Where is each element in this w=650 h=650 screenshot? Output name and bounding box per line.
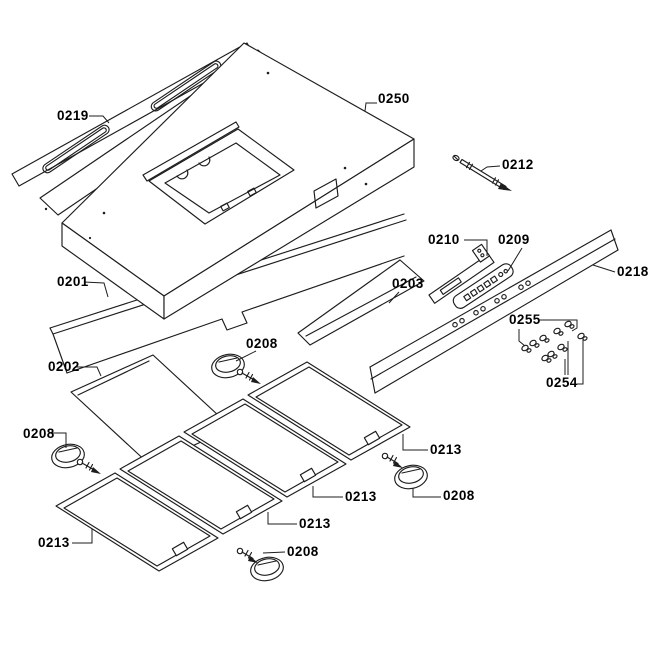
leader-line-0208 (51, 432, 67, 448)
part-label-0213-18: 0213 (38, 535, 70, 550)
part-label-0213-17: 0213 (299, 516, 331, 531)
part-label-0255-9: 0255 (509, 312, 541, 327)
strip-holes (452, 280, 531, 328)
leader-line-0255 (518, 329, 526, 347)
chimney-cutout (142, 121, 295, 225)
leader-line-0213 (72, 529, 93, 544)
part-label-0209-4: 0209 (498, 232, 530, 247)
part-label-0203-7: 0203 (392, 276, 424, 291)
part-label-0218-5: 0218 (617, 264, 649, 279)
baffle-panel-0202 (70, 354, 233, 466)
part-label-0254-10: 0254 (546, 375, 578, 390)
filter-knob (236, 547, 284, 582)
filter-knob (381, 452, 428, 490)
part-label-0213-16: 0213 (345, 489, 377, 504)
filter-frame (119, 435, 283, 535)
trim-strip-0218 (369, 229, 619, 394)
leader-line-0213 (312, 486, 343, 498)
filter-frame (55, 472, 219, 572)
leader-line-0218 (592, 264, 616, 273)
part-label-0250-1: 0250 (378, 91, 410, 106)
part-label-0208-11: 0208 (246, 336, 278, 351)
filter-knobs-0208 (51, 353, 428, 582)
canopy-0250 (61, 42, 415, 320)
part-label-0213-15: 0213 (430, 442, 462, 457)
filter-knob (211, 353, 261, 384)
leader-lines (51, 102, 616, 554)
leader-line-0213 (402, 434, 428, 451)
filter-frame (183, 398, 347, 498)
filter-frame (247, 361, 411, 461)
leader-line-0250 (364, 102, 377, 112)
leader-line-0208 (262, 551, 286, 554)
leader-line-0209 (507, 247, 523, 272)
part-label-0219-0: 0219 (57, 108, 89, 123)
filter-knob (51, 443, 101, 474)
part-label-0208-13: 0208 (443, 488, 475, 503)
leader-line-0210 (464, 239, 488, 256)
leader-line-0254 (577, 337, 584, 385)
part-label-0208-14: 0208 (287, 544, 319, 559)
part-label-0208-12: 0208 (23, 426, 55, 441)
leader-line-0202 (76, 366, 102, 377)
rod-0212 (452, 154, 512, 191)
part-label-0201-6: 0201 (57, 274, 89, 289)
leader-line-0213 (267, 512, 297, 525)
leader-line-0212 (480, 165, 501, 172)
leader-line-0201 (83, 281, 109, 298)
part-label-0210-3: 0210 (428, 232, 460, 247)
bracket-0210 (428, 243, 495, 304)
filter-frames-0213 (55, 361, 411, 572)
leader-line-0203 (388, 291, 400, 304)
control-panel-0209 (452, 263, 514, 309)
leader-line-0255 (540, 319, 578, 332)
part-label-0212-2: 0212 (502, 157, 534, 172)
leader-line-0208 (412, 488, 441, 498)
part-label-0202-8: 0202 (48, 359, 80, 374)
leader-line-0219 (89, 115, 110, 124)
leader-line-0208 (235, 350, 257, 362)
deflector-panel-0203 (297, 259, 425, 346)
